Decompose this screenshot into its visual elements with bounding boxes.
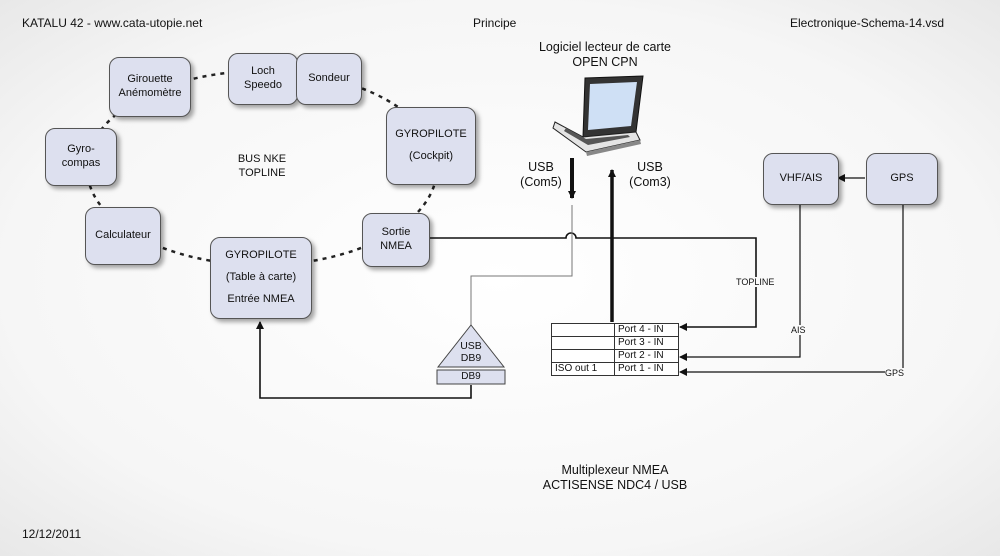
- wire-label-ais: AIS: [791, 325, 806, 335]
- port-row: Port 4 - IN: [551, 323, 679, 337]
- port-row: ISO out 1 Port 1 - IN: [551, 362, 679, 376]
- laptop-icon: [552, 75, 644, 156]
- port-row: Port 2 - IN: [551, 349, 679, 363]
- bus-label-line1: BUS NKE: [237, 153, 287, 165]
- bus-label: BUS NKE TOPLINE: [222, 152, 302, 181]
- node-calculateur[interactable]: Calculateur: [85, 207, 161, 265]
- node-gyrocompas-line2: compas: [61, 157, 101, 169]
- node-gps-line1: GPS: [890, 172, 914, 185]
- usb-com3-line2: (Com3): [629, 175, 671, 189]
- iso-out-1[interactable]: ISO out 1: [551, 362, 615, 376]
- node-loch-line2: Speedo: [244, 79, 282, 91]
- adapter-line2: DB9: [460, 352, 482, 365]
- port-1-in[interactable]: Port 1 - IN: [614, 362, 679, 376]
- node-sortie-nmea[interactable]: Sortie NMEA: [362, 213, 430, 267]
- port-row-left: [551, 323, 615, 337]
- wire-gps: [679, 205, 904, 376]
- node-girouette-line1: Girouette: [127, 73, 173, 86]
- bus-label-line2: TOPLINE: [238, 167, 286, 180]
- node-gyropilote-table-line1: GYROPILOTE: [225, 249, 297, 262]
- node-gps[interactable]: GPS: [866, 153, 938, 205]
- node-gyropilote-table-line2: (Table à carte): [225, 271, 297, 284]
- header-filename: Electronique-Schema-14.vsd: [790, 16, 945, 30]
- node-sondeur[interactable]: Sondeur: [296, 53, 362, 105]
- port-4-in[interactable]: Port 4 - IN: [614, 323, 679, 337]
- multiplexer-caption: Multiplexeur NMEA ACTISENSE NDC4 / USB: [520, 463, 710, 493]
- software-line2: OPEN CPN: [572, 55, 638, 69]
- wire-db9: [256, 321, 472, 399]
- footer-date: 12/12/2011: [22, 527, 82, 541]
- node-vhf-ais[interactable]: VHF/AIS: [763, 153, 839, 205]
- node-gyropilote-cockpit-line2: (Cockpit): [408, 150, 453, 162]
- node-girouette-line2: Anémomètre: [118, 87, 182, 99]
- node-sondeur-line1: Sondeur: [308, 72, 350, 85]
- port-row-left: [551, 349, 615, 363]
- node-sortie-line1: Sortie: [381, 226, 411, 239]
- usb-com3-line1: USB: [637, 160, 663, 174]
- node-gyropilote-table[interactable]: GYROPILOTE (Table à carte) Entrée NMEA: [210, 237, 312, 319]
- port-3-in[interactable]: Port 3 - IN: [614, 336, 679, 350]
- node-gyropilote-cockpit[interactable]: GYROPILOTE (Cockpit): [386, 107, 476, 185]
- wire-topline: [430, 232, 757, 331]
- header-principe: Principe: [473, 16, 517, 30]
- port-row-left: [551, 336, 615, 350]
- adapter-label: USB DB9: [450, 340, 492, 364]
- software-line1: Logiciel lecteur de carte: [538, 40, 672, 54]
- node-sortie-line2: NMEA: [380, 240, 412, 252]
- usb-com5-line2: (Com5): [520, 175, 562, 189]
- multiplexer-caption-line1: Multiplexeur NMEA: [561, 463, 669, 477]
- usb-com5-line1: USB: [528, 160, 554, 174]
- header-site-title: KATALU 42 - www.cata-utopie.net: [22, 16, 203, 30]
- usb-com3-label: USB (Com3): [624, 160, 676, 190]
- node-gyrocompas[interactable]: Gyro- compas: [45, 128, 117, 186]
- usb-com5-label: USB (Com5): [516, 160, 566, 190]
- wire-label-topline: TOPLINE: [736, 277, 775, 287]
- multiplexer-caption-line2: ACTISENSE NDC4 / USB: [542, 478, 688, 492]
- node-gyropilote-table-line3: Entrée NMEA: [227, 292, 295, 305]
- node-gyropilote-cockpit-line1: GYROPILOTE: [395, 128, 467, 141]
- node-girouette[interactable]: Girouette Anémomètre: [109, 57, 191, 117]
- multiplexer-ports: Port 4 - IN Port 3 - IN Port 2 - IN ISO …: [551, 323, 679, 376]
- port-row: Port 3 - IN: [551, 336, 679, 350]
- node-gyrocompas-line1: Gyro-: [67, 143, 95, 156]
- db9-connector: [436, 369, 506, 385]
- node-loch-line1: Loch: [251, 65, 275, 78]
- node-loch[interactable]: Loch Speedo: [228, 53, 298, 105]
- wire-label-gps: GPS: [885, 368, 905, 378]
- wire-ais: [679, 205, 801, 361]
- port-2-in[interactable]: Port 2 - IN: [614, 349, 679, 363]
- node-vhf-line1: VHF/AIS: [779, 172, 823, 185]
- node-calculateur-line1: Calculateur: [95, 229, 151, 242]
- usb-db9-adapter: [436, 324, 506, 368]
- adapter-line1: USB: [460, 340, 482, 352]
- software-caption: Logiciel lecteur de carte OPEN CPN: [520, 40, 690, 70]
- db9-label: DB9: [461, 371, 481, 382]
